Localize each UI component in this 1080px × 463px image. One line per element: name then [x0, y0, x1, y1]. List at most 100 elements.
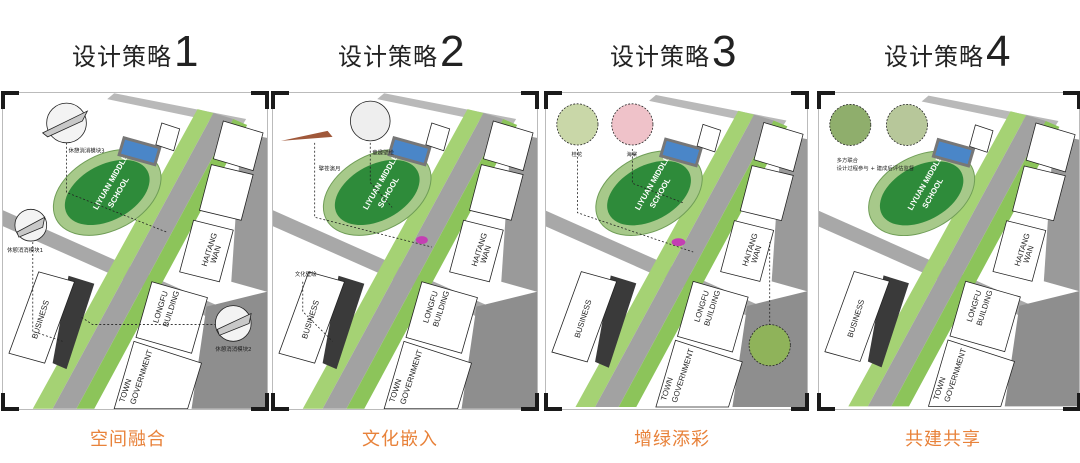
corner-bracket — [251, 91, 269, 109]
building — [753, 121, 804, 173]
strategy-caption-4: 共建共享 — [905, 429, 981, 450]
plaza-feature — [415, 236, 428, 245]
building-haitang-wan — [720, 220, 775, 282]
corner-bracket — [817, 91, 835, 109]
building-town-government — [383, 340, 472, 409]
corner-bracket — [1063, 91, 1080, 109]
building — [696, 123, 722, 153]
mural-label: 童趣壁绘 — [372, 149, 394, 157]
title-number: 2 — [440, 27, 465, 76]
main-street — [867, 115, 1046, 407]
main-street — [52, 113, 234, 409]
mural-thumbnail — [350, 100, 391, 142]
title-text: 设计策略 — [884, 43, 984, 71]
dashed-leader — [66, 142, 167, 233]
dashed-leader — [577, 148, 694, 253]
main-street — [595, 114, 774, 408]
corner-bracket — [791, 393, 809, 411]
corner-bracket — [251, 393, 269, 411]
collaboration-label: 多方联合 — [837, 156, 859, 164]
title-number: 4 — [986, 27, 1011, 76]
strategy-caption-3: 增绿添彩 — [634, 429, 710, 450]
building — [969, 124, 994, 153]
corner-bracket — [521, 393, 539, 411]
building — [425, 122, 451, 152]
building-shadow — [461, 291, 537, 409]
dashed-leader — [80, 316, 217, 325]
school-field — [607, 160, 691, 226]
module-3-label: 休憩消消模块3 — [69, 147, 106, 155]
swimming-pool — [117, 136, 162, 167]
corner-bracket — [544, 393, 562, 411]
pavilion-icon — [216, 312, 252, 336]
building-town-government — [113, 340, 202, 409]
swimming-pool — [387, 136, 432, 167]
building-longfu — [676, 280, 749, 353]
corner-bracket — [791, 91, 809, 109]
strategy-caption-1: 空间融合 — [90, 429, 166, 450]
corner-bracket — [1063, 393, 1080, 411]
callouts — [556, 103, 791, 367]
building-business — [278, 271, 345, 364]
callouts — [829, 103, 928, 146]
sculpture-label: 擎苍演月 — [319, 165, 341, 173]
title-text: 设计策略 — [72, 43, 172, 71]
building-business — [551, 271, 618, 363]
title-text: 设计策略 — [610, 43, 710, 71]
callouts — [280, 100, 432, 342]
corner-bracket — [521, 91, 539, 109]
building-haitang-wan — [992, 220, 1047, 282]
building — [1025, 122, 1076, 173]
module-1-label: 休憩消消模块1 — [7, 246, 43, 254]
business-shadow — [322, 275, 365, 370]
sculpture-icon — [280, 130, 333, 141]
culture-wall-label: 文化壁绘 — [295, 270, 317, 278]
crabapple-label: 海棠 — [626, 150, 637, 158]
building-longfu — [135, 281, 208, 354]
corner-bracket — [271, 91, 289, 109]
school-field — [334, 159, 420, 226]
school-field — [879, 161, 964, 226]
osmanthus-photo — [556, 103, 599, 146]
building — [1012, 165, 1066, 222]
community-photo-2 — [886, 103, 928, 146]
building — [482, 120, 534, 172]
participation-label: 设计过程参与 + 建成后评估监督 — [837, 164, 915, 172]
community-photo-1 — [829, 103, 872, 146]
corner-bracket — [544, 91, 562, 109]
callouts — [14, 102, 252, 342]
flower-bed — [671, 238, 686, 247]
title-text: 设计策略 — [338, 43, 438, 71]
school-field — [64, 159, 150, 226]
building — [199, 164, 254, 221]
building-business — [824, 271, 890, 362]
building-town-government — [927, 339, 1015, 407]
title-number: 1 — [174, 27, 199, 76]
building — [469, 164, 524, 221]
corner-bracket — [1, 393, 19, 411]
planting-photo — [748, 324, 791, 367]
osmanthus-label: 桂花 — [572, 150, 583, 158]
business-shadow — [595, 275, 637, 368]
business-shadow — [52, 275, 95, 370]
corner-bracket — [1, 91, 19, 109]
strategy-caption-2: 文化嵌入 — [362, 429, 438, 450]
